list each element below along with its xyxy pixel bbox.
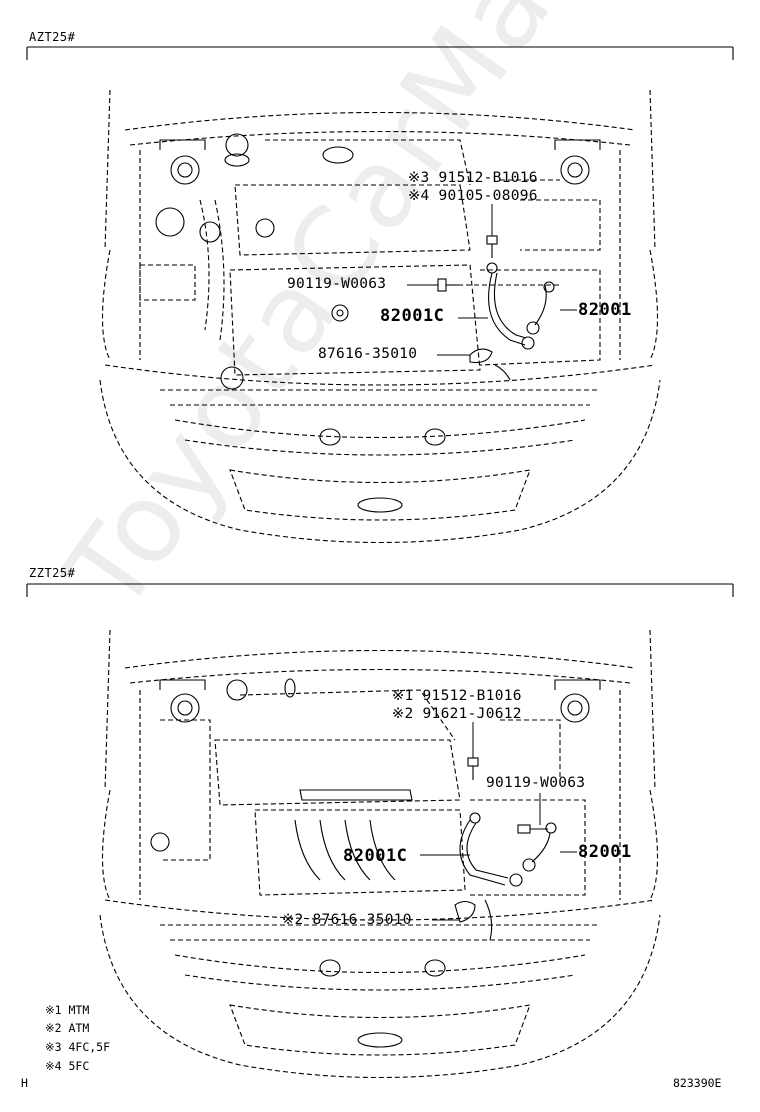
bottom-hardware xyxy=(454,757,557,923)
part-label-top-6: 87616-35010 xyxy=(318,346,418,362)
part-label-top-4: 82001C xyxy=(380,306,445,326)
top-hardware xyxy=(437,235,555,381)
part-label-bottom-5: 82001 xyxy=(578,842,632,862)
section-bracket-bottom xyxy=(26,583,734,597)
part-label-bottom-4: 82001C xyxy=(343,846,408,866)
top-engine-bay xyxy=(99,89,661,544)
bottom-leaders xyxy=(420,722,577,921)
top-engine-details xyxy=(155,133,601,513)
part-label-top-1: ※3 91512-B1016 xyxy=(408,170,538,186)
part-label-bottom-6: ※2 87616-35010 xyxy=(282,912,412,928)
footnote-2: ※2 ATM xyxy=(45,1021,90,1035)
part-label-bottom-2: ※2 91621-J0612 xyxy=(392,706,522,722)
part-label-top-3: 90119-W0063 xyxy=(287,276,387,292)
section-label-azt25: AZT25# xyxy=(29,30,76,44)
bottom-engine-bay xyxy=(99,629,661,1079)
part-label-bottom-3: 90119-W0063 xyxy=(486,775,586,791)
footnote-3: ※3 4FC,5F xyxy=(45,1040,111,1054)
footnote-1: ※1 MTM xyxy=(45,1003,90,1017)
part-label-bottom-1: ※1 91512-B1016 xyxy=(392,688,522,704)
part-label-top-2: ※4 90105-08096 xyxy=(408,188,538,204)
footer-illustration-number: 823390E xyxy=(673,1076,722,1090)
part-label-top-5: 82001 xyxy=(578,300,632,320)
bottom-engine-details xyxy=(150,678,601,1048)
footer-left-code: H xyxy=(21,1076,28,1090)
footnote-4: ※4 5FC xyxy=(45,1059,90,1073)
section-label-zzt25: ZZT25# xyxy=(29,566,76,580)
top-leaders xyxy=(407,204,577,356)
section-bracket-top xyxy=(26,46,734,60)
